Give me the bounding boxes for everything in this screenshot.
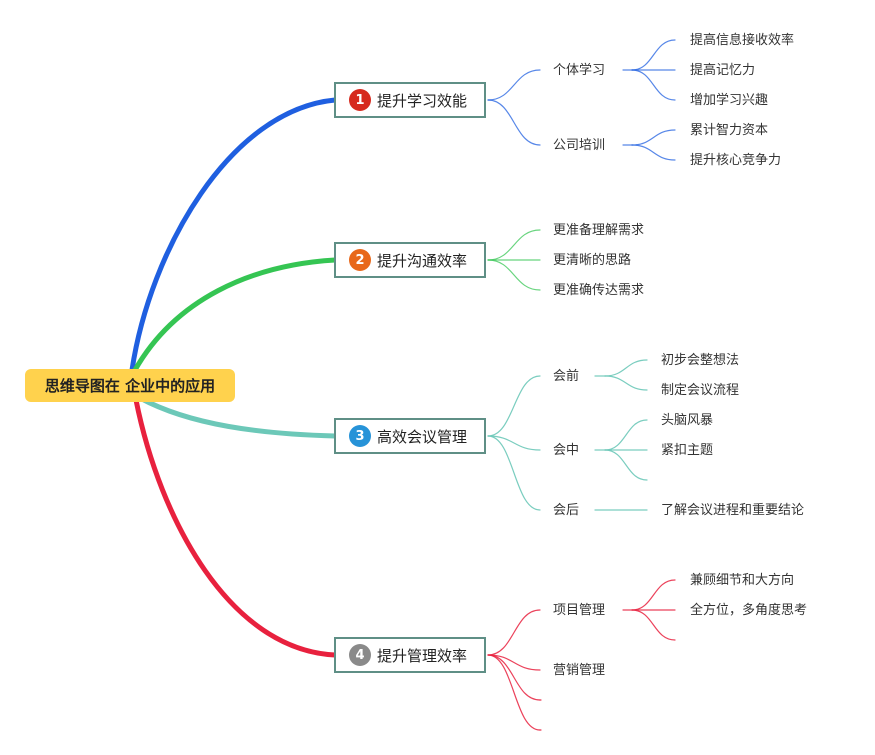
leaf-branch-line [604, 419, 648, 451]
leaf-branch-line [604, 375, 648, 391]
priority-4-badge: 4 [349, 644, 371, 666]
leaf-topic[interactable]: 提高信息接收效率 [690, 33, 795, 48]
leaf-topic[interactable]: 提升核心竞争力 [690, 153, 782, 168]
branch-topic-label: 提升学习效能 [377, 91, 468, 110]
sub-branch-line [487, 435, 541, 451]
branch-topic-label: 提升管理效率 [377, 646, 468, 665]
main-branch-line [129, 97, 338, 373]
leaf-topic[interactable]: 全方位，多角度思考 [690, 603, 808, 618]
subtopic[interactable]: 会中 [553, 443, 580, 458]
leaf-topic[interactable]: 初步会整想法 [661, 353, 740, 368]
sub-branch-line [487, 69, 541, 101]
sub-branch-line [487, 375, 541, 437]
leaf-branch-line [631, 144, 676, 161]
sub-branch-line [487, 654, 541, 731]
sub-branch-line [487, 654, 541, 671]
subtopic[interactable]: 更准确传达需求 [553, 283, 645, 298]
main-branch-line [133, 397, 338, 658]
leaf-topic[interactable]: 累计智力资本 [690, 123, 769, 138]
subtopic[interactable]: 更清晰的思路 [553, 253, 632, 268]
branch-topic-management[interactable]: 4 提升管理效率 [334, 637, 486, 673]
leaf-branch-line [631, 579, 676, 611]
leaf-topic[interactable]: 紧扣主题 [661, 443, 714, 458]
priority-1-badge: 1 [349, 89, 371, 111]
leaf-branch-line [604, 449, 648, 481]
leaf-topic[interactable]: 头脑风暴 [661, 413, 714, 428]
root-topic-label: 思维导图在 企业中的应用 [44, 377, 216, 395]
subtopic[interactable]: 公司培训 [553, 138, 606, 153]
leaf-topic[interactable]: 兼顾细节和大方向 [690, 573, 795, 588]
leaf-topic[interactable]: 制定会议流程 [661, 383, 740, 398]
sub-branch-line [487, 435, 541, 511]
main-branch-line [137, 395, 338, 439]
subtopic[interactable]: 个体学习 [553, 63, 606, 78]
sub-branch-line [487, 99, 541, 146]
sub-branch-line [487, 259, 541, 291]
leaf-branch-line [604, 359, 648, 377]
leaf-branch-line [631, 129, 676, 146]
priority-2-badge: 2 [349, 249, 371, 271]
root-topic[interactable]: 思维导图在 企业中的应用 [25, 369, 235, 402]
leaf-topic[interactable]: 了解会议进程和重要结论 [661, 503, 805, 518]
branch-topic-label: 提升沟通效率 [377, 251, 468, 270]
leaf-topic[interactable]: 提高记忆力 [690, 63, 756, 78]
priority-3-badge: 3 [349, 425, 371, 447]
subtopic[interactable]: 会后 [553, 503, 580, 518]
branch-topic-communication[interactable]: 2 提升沟通效率 [334, 242, 486, 278]
leaf-branch-line [631, 39, 676, 71]
leaf-topic[interactable]: 增加学习兴趣 [690, 93, 769, 108]
subtopic[interactable]: 营销管理 [553, 663, 606, 678]
sub-branch-line [487, 229, 541, 261]
subtopic[interactable]: 项目管理 [553, 603, 606, 618]
leaf-branch-line [631, 69, 676, 101]
leaf-branch-line [631, 609, 676, 641]
branch-topic-meeting[interactable]: 3 高效会议管理 [334, 418, 486, 454]
main-branch-line [132, 257, 338, 373]
branch-topic-learning[interactable]: 1 提升学习效能 [334, 82, 486, 118]
sub-branch-line [487, 609, 541, 656]
branch-topic-label: 高效会议管理 [377, 427, 468, 446]
subtopic[interactable]: 会前 [553, 369, 580, 384]
subtopic[interactable]: 更准备理解需求 [553, 223, 645, 238]
sub-branch-line [487, 654, 541, 701]
